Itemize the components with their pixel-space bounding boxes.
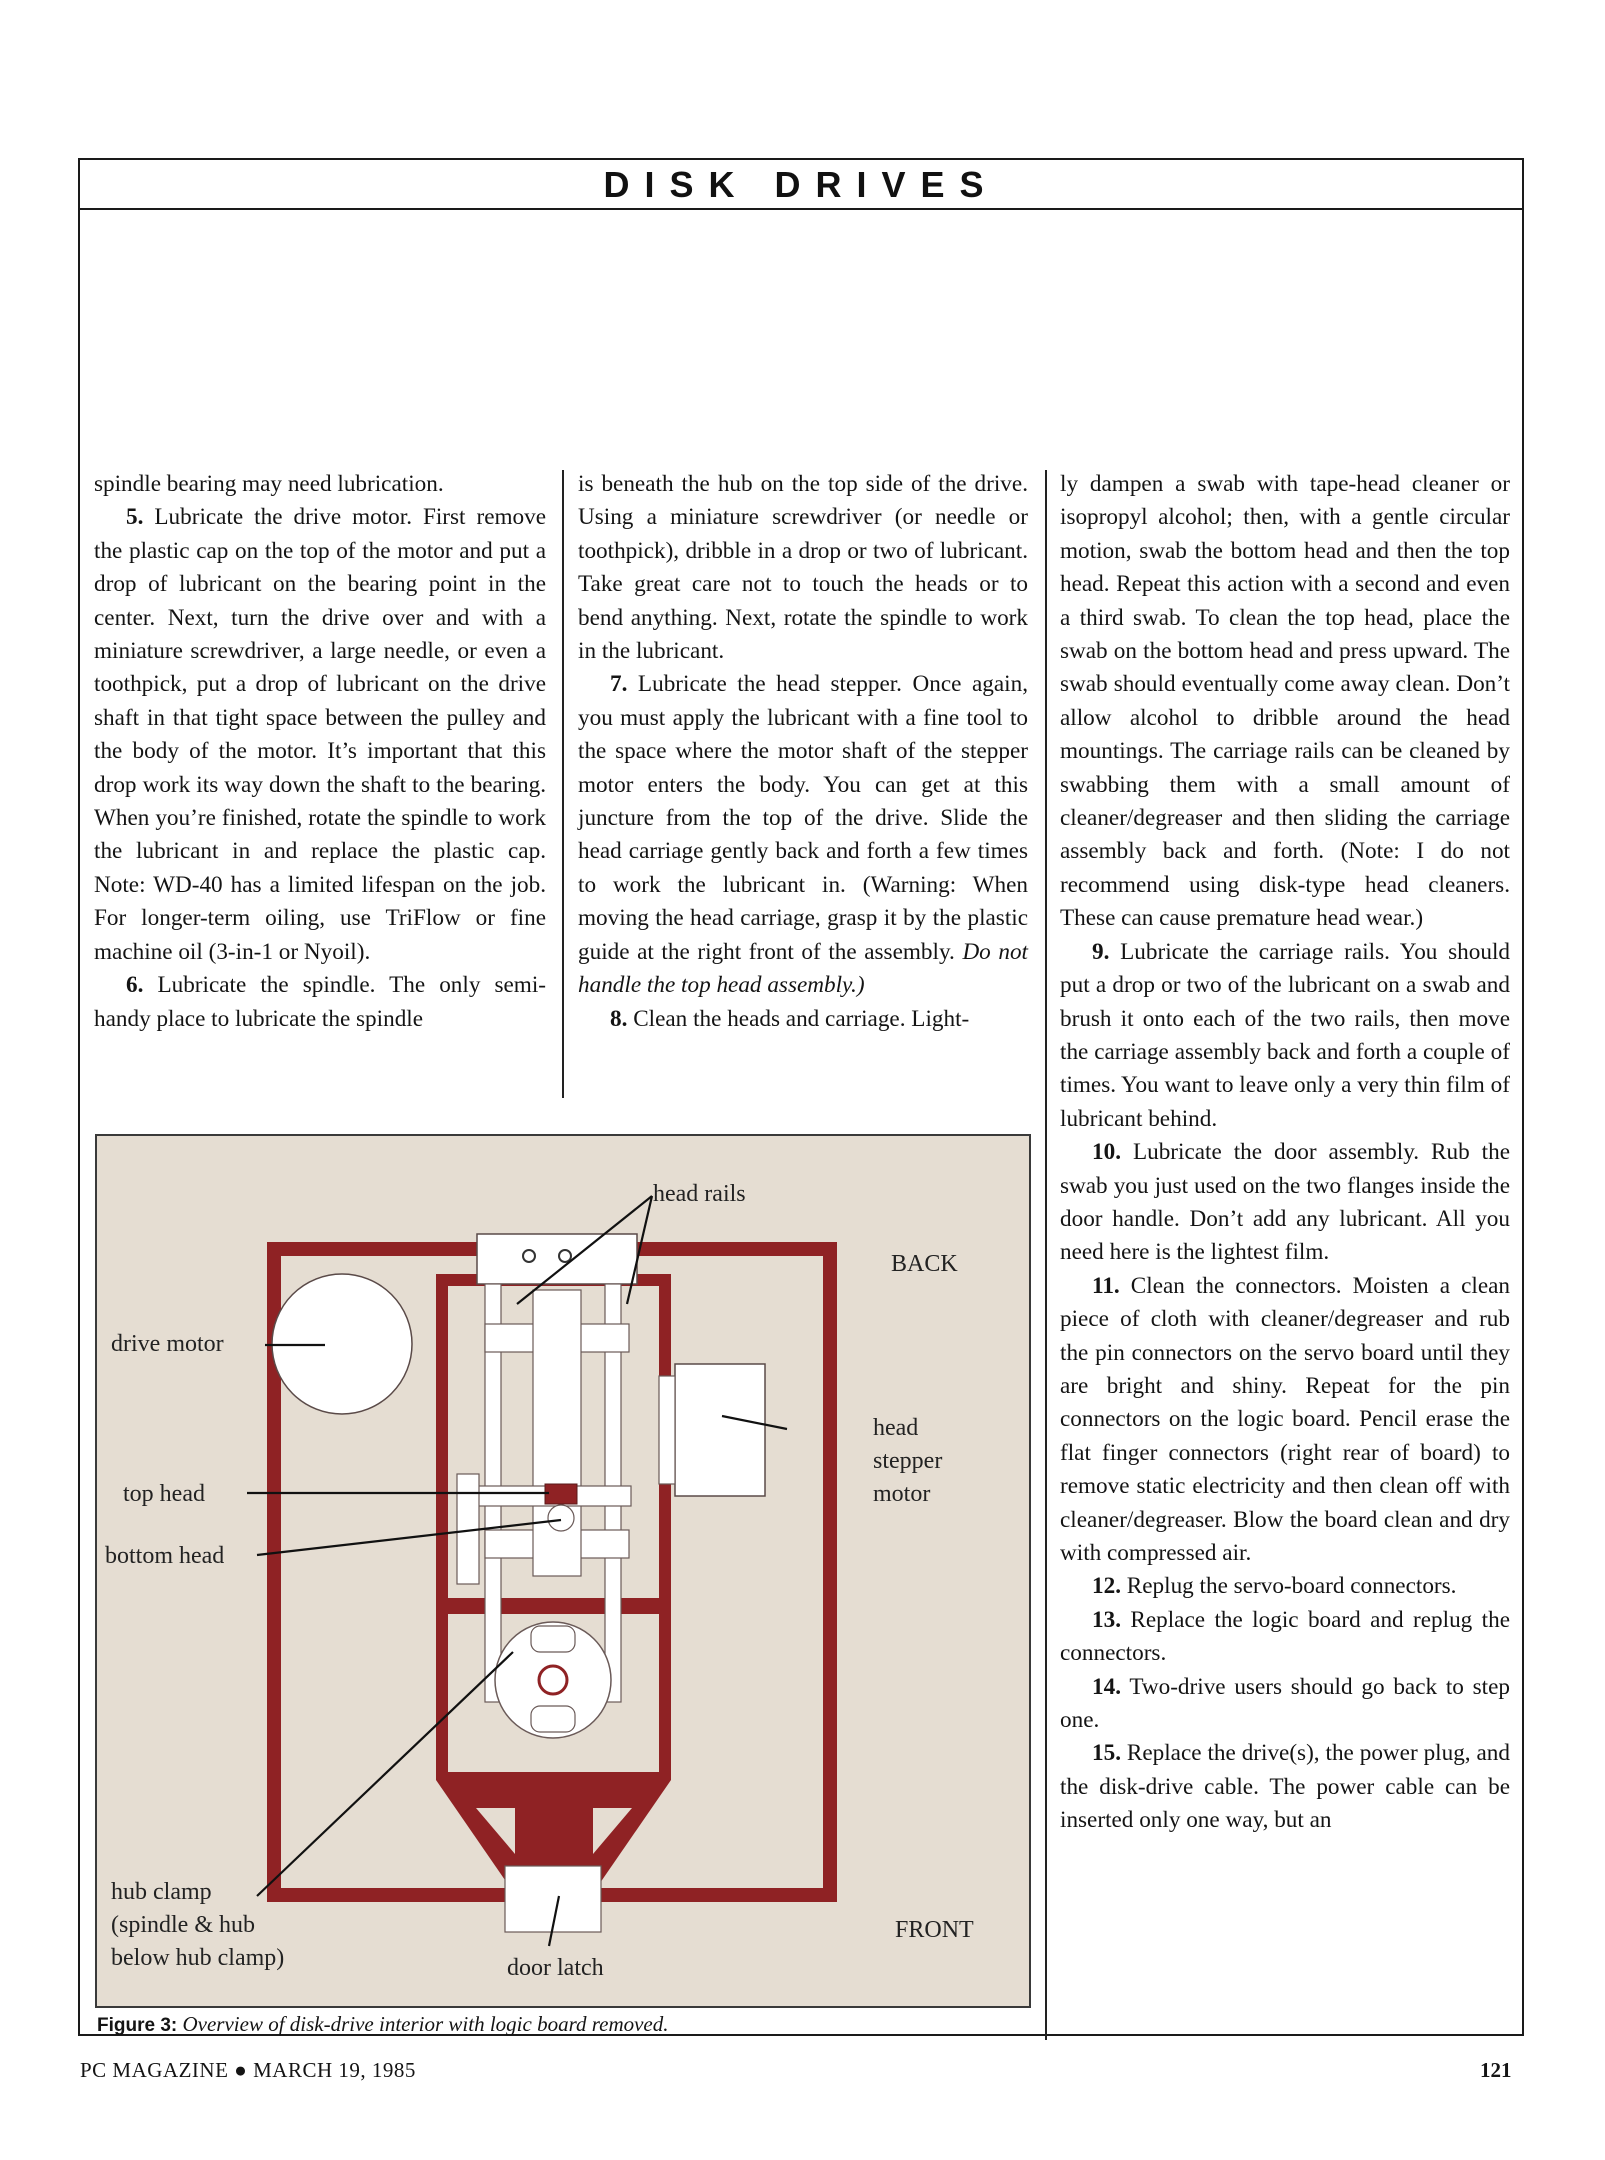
leader-bottom-head — [256, 1518, 562, 1557]
hub — [494, 1621, 612, 1739]
paragraph-step-8: 8. Clean the heads and carriage. Light- — [610, 1005, 970, 1032]
step-number: 10. — [1092, 1139, 1121, 1166]
paragraph-step-7: 7. Lubricate the head stepper. Once agai… — [578, 671, 1028, 999]
bottom-head — [547, 1504, 575, 1532]
leader-hub-clamp — [256, 1651, 514, 1897]
article-column-2: is beneath the hub on the top side of th… — [578, 468, 1028, 1036]
page-number: 121 — [1480, 2058, 1512, 2082]
paragraph: spindle bearing may need lubrication. — [94, 471, 444, 497]
rail-bracket — [476, 1233, 638, 1285]
article-column-3: ly dampen a swab with tape-head cleaner … — [1060, 468, 1510, 1838]
label-head-stepper-line-1: head — [873, 1415, 919, 1441]
hub-clamp-upper — [530, 1625, 576, 1653]
warning-italic: Do not handle the top head assembly.) — [578, 938, 1028, 999]
stepper-mount — [658, 1375, 676, 1485]
paragraph-step-12: 12. Replug the servo-board connectors. — [1092, 1573, 1457, 1600]
step-number: 14. — [1092, 1673, 1121, 1700]
figure-number: Figure 3: — [97, 2015, 178, 2036]
label-head-stepper-line-2: stepper — [873, 1448, 943, 1474]
head-arm — [532, 1289, 582, 1577]
paragraph-step-9: 9. Lubricate the carriage rails. You sho… — [1060, 938, 1510, 1132]
figure-3-diagram: head rails BACK drive motor head stepper… — [95, 1134, 1031, 2008]
leader-head-rails-a — [516, 1195, 653, 1305]
carriage-window-left-tri — [476, 1808, 515, 1854]
label-drive-motor: drive motor — [111, 1331, 224, 1357]
step-number: 8. — [610, 1005, 628, 1032]
label-hub-clamp-line-1: hub clamp — [111, 1879, 212, 1905]
label-hub-clamp-line-2: (spindle & hub — [111, 1912, 255, 1938]
step-number: 5. — [126, 504, 144, 531]
hub-clamp-lower — [530, 1705, 576, 1733]
bracket-screw-left — [522, 1249, 536, 1263]
paragraph-step-14: 14. Two-drive users should go back to st… — [1060, 1673, 1510, 1734]
paragraph: ly dampen a swab with tape-head cleaner … — [1060, 471, 1510, 932]
step-number: 9. — [1092, 938, 1110, 965]
label-top-head: top head — [123, 1481, 205, 1507]
paragraph-step-13: 13. Replace the logic board and replug t… — [1060, 1606, 1510, 1667]
spindle — [537, 1664, 569, 1696]
disk-drive-diagram — [247, 1195, 837, 1947]
label-hub-clamp-line-3: below hub clamp) — [111, 1945, 285, 1971]
column-divider-left — [562, 470, 564, 1098]
paragraph-step-5: 5. Lubricate the drive motor. First remo… — [94, 504, 546, 965]
paragraph-step-15: 15. Replace the drive(s), the power plug… — [1060, 1740, 1510, 1834]
section-title: DISK DRIVES — [603, 164, 999, 205]
step-number: 15. — [1092, 1740, 1121, 1767]
bracket-screw-right — [558, 1249, 572, 1263]
footer-publication: PC MAGAZINE ● MARCH 19, 1985 — [80, 2058, 416, 2082]
figure-caption-text: Overview of disk-drive interior with log… — [177, 2012, 669, 2036]
label-head-stepper-line-3: motor — [873, 1481, 931, 1507]
leader-head-rails-b — [625, 1195, 654, 1305]
step-number: 6. — [126, 972, 144, 999]
paragraph-step-6: 6. Lubricate the spindle. The only semi-… — [94, 972, 546, 1032]
label-head-rails: head rails — [653, 1181, 746, 1207]
paragraph-step-10: 10. Lubricate the door assembly. Rub the… — [1060, 1139, 1510, 1266]
step-number: 11. — [1092, 1272, 1120, 1299]
leader-door-latch — [547, 1895, 561, 1947]
leader-head-stepper — [721, 1414, 788, 1431]
header-rule — [78, 208, 1524, 210]
top-head — [544, 1483, 578, 1505]
step-number: 7. — [610, 671, 628, 698]
paragraph: is beneath the hub on the top side of th… — [578, 471, 1028, 665]
carriage-window-right-tri — [593, 1808, 632, 1854]
page-frame — [78, 158, 1524, 2036]
paragraph-step-11: 11. Clean the connectors. Moisten a clea… — [1060, 1272, 1510, 1566]
article-column-1: spindle bearing may need lubrication. 5.… — [94, 468, 546, 1036]
label-bottom-head: bottom head — [105, 1543, 225, 1569]
step-number: 13. — [1092, 1606, 1121, 1633]
step-number: 12. — [1092, 1573, 1121, 1600]
head-stepper-motor — [674, 1363, 766, 1497]
label-door-latch: door latch — [507, 1955, 604, 1981]
figure-caption: Figure 3: Overview of disk-drive interio… — [97, 2012, 669, 2037]
label-front: FRONT — [895, 1917, 974, 1943]
label-back: BACK — [891, 1251, 958, 1277]
column-divider-right — [1045, 470, 1047, 2040]
